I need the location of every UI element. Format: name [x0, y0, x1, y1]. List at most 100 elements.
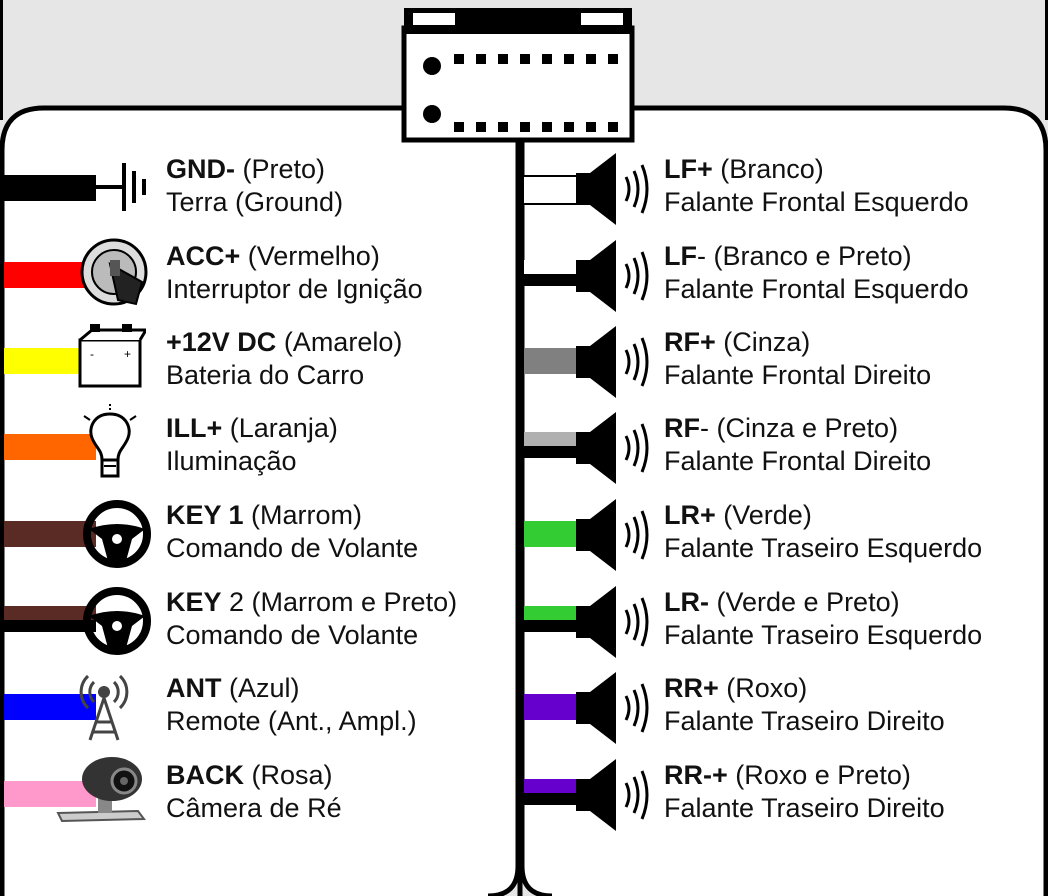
wire-label: LR- (Verde e Preto)Falante Traseiro Esqu…	[664, 586, 982, 652]
wire-color-name: (Azul)	[221, 673, 300, 703]
wire-label: +12V DC (Amarelo)Bateria do Carro	[166, 326, 402, 392]
wire-color-name: (Rosa)	[244, 760, 333, 790]
wire-name-line: +12V DC (Amarelo)	[166, 326, 402, 359]
wire-stripe-swatch	[4, 620, 96, 632]
wire-color-name: (Vermelho)	[240, 241, 380, 271]
wire-name-line: KEY 2 (Marrom e Preto)	[166, 586, 457, 619]
wire-code: ANT	[166, 673, 222, 703]
wire-label: KEY 2 (Marrom e Preto)Comando de Volante	[166, 586, 457, 652]
battery-icon: -+	[78, 324, 146, 388]
speaker-icon	[576, 586, 649, 658]
wire-code: RR-+	[664, 760, 728, 790]
wire-color-name: (Laranja)	[222, 413, 338, 443]
wire-label: RF- (Cinza e Preto)Falante Frontal Direi…	[664, 412, 931, 478]
wire-name-line: BACK (Rosa)	[166, 759, 342, 792]
wire-color-name: (Amarelo)	[276, 327, 403, 357]
speaker-icon	[576, 499, 649, 571]
wire-color-name: - (Branco e Preto)	[697, 241, 912, 271]
wire-color-swatch	[524, 521, 580, 547]
wire-stripe-swatch	[524, 793, 580, 805]
wire-color-swatch	[524, 694, 580, 720]
wire-code: RF	[664, 413, 700, 443]
wire-code: ACC+	[166, 241, 241, 271]
wire-stripe-swatch	[524, 620, 580, 632]
speaker-icon	[576, 240, 649, 312]
wire-description: Remote (Ant., Ampl.)	[166, 706, 417, 736]
wire-description: Interruptor de Ignição	[166, 274, 423, 304]
wire-label: RR+ (Roxo)Falante Traseiro Direito	[664, 672, 945, 738]
wire-code: RF+	[664, 327, 716, 357]
wire-color-swatch	[524, 779, 580, 793]
wire-code: KEY	[166, 587, 222, 617]
wire-color-swatch	[4, 781, 96, 807]
wire-code: GND-	[166, 154, 235, 184]
wire-stripe-swatch	[524, 446, 580, 458]
steering-wheel-icon	[83, 500, 151, 568]
svg-text:+: +	[124, 347, 131, 361]
wire-code: RR+	[664, 673, 719, 703]
light-bulb-icon	[83, 404, 137, 478]
wire-code: LF	[664, 241, 697, 271]
wire-description: Falante Frontal Direito	[664, 446, 932, 476]
wire-color-swatch	[524, 432, 580, 446]
wire-label: RF+ (Cinza)Falante Frontal Direito	[664, 326, 931, 392]
wire-color-swatch	[524, 348, 580, 374]
wire-label: LF- (Branco e Preto)Falante Frontal Esqu…	[664, 240, 969, 306]
speaker-icon	[576, 326, 649, 398]
wire-color-swatch	[524, 606, 580, 620]
wire-code: +12V DC	[166, 327, 277, 357]
wire-description: Falante Frontal Direito	[664, 360, 932, 390]
wire-color-swatch	[4, 175, 96, 201]
wire-color-name: - (Cinza e Preto)	[700, 413, 899, 443]
wire-color-swatch	[524, 260, 580, 274]
ground-icon	[94, 163, 146, 211]
wire-description: Câmera de Ré	[166, 793, 342, 823]
wire-color-name: (Marrom)	[243, 500, 363, 530]
wire-description: Comando de Volante	[166, 533, 419, 563]
wire-name-line: GND- (Preto)	[166, 153, 343, 186]
wire-label: LR+ (Verde)Falante Traseiro Esquerdo	[664, 499, 982, 565]
wire-label: GND- (Preto)Terra (Ground)	[166, 153, 343, 219]
wire-color-swatch	[524, 175, 580, 205]
wire-code: LR-	[664, 587, 709, 617]
wire-label: ANT (Azul)Remote (Ant., Ampl.)	[166, 672, 417, 738]
wire-code: BACK	[166, 760, 244, 790]
wire-name-line: RR-+ (Roxo e Preto)	[664, 759, 945, 792]
wire-code: LF+	[664, 154, 713, 184]
wire-name-line: RF- (Cinza e Preto)	[664, 412, 931, 445]
wire-name-line: KEY 1 (Marrom)	[166, 499, 418, 532]
antenna-icon	[79, 674, 129, 741]
wire-label: RR-+ (Roxo e Preto)Falante Traseiro Dire…	[664, 759, 945, 825]
wire-description: Falante Traseiro Esquerdo	[664, 620, 983, 650]
wire-stripe-swatch	[524, 274, 580, 286]
wire-label: ACC+ (Vermelho)Interruptor de Ignição	[166, 240, 423, 306]
wire-color-name: 2 (Marrom e Preto)	[221, 587, 458, 617]
wire-name-line: ANT (Azul)	[166, 672, 417, 705]
speaker-icon	[576, 672, 649, 744]
wire-name-line: ILL+ (Laranja)	[166, 412, 338, 445]
wire-description: Bateria do Carro	[166, 360, 365, 390]
wire-label: LF+ (Branco)Falante Frontal Esquerdo	[664, 153, 969, 219]
wire-color-name: (Branco)	[712, 154, 824, 184]
wire-name-line: RR+ (Roxo)	[664, 672, 945, 705]
camera-icon	[56, 757, 146, 823]
speaker-icon	[576, 412, 649, 484]
wire-name-line: LR- (Verde e Preto)	[664, 586, 982, 619]
wire-code: KEY 1	[166, 500, 244, 530]
svg-text:-: -	[90, 347, 94, 361]
wire-description: Iluminação	[166, 446, 297, 476]
wire-label: BACK (Rosa)Câmera de Ré	[166, 759, 342, 825]
wire-description: Falante Frontal Esquerdo	[664, 274, 969, 304]
wire-description: Terra (Ground)	[166, 187, 344, 217]
wiring-connector-icon	[401, 8, 635, 143]
wire-name-line: ACC+ (Vermelho)	[166, 240, 423, 273]
wire-color-name: (Preto)	[235, 154, 326, 184]
wire-color-name: (Verde)	[715, 500, 812, 530]
wire-color-name: (Roxo e Preto)	[727, 760, 911, 790]
wire-color-swatch	[4, 606, 96, 620]
wire-color-swatch	[4, 521, 96, 547]
wire-color-name: (Roxo)	[718, 673, 808, 703]
wire-description: Falante Traseiro Direito	[664, 793, 945, 823]
speaker-icon	[576, 759, 649, 831]
wire-label: ILL+ (Laranja)Iluminação	[166, 412, 338, 478]
